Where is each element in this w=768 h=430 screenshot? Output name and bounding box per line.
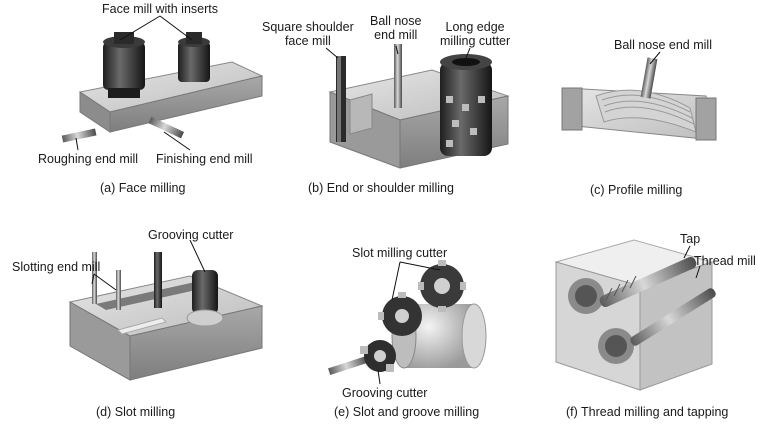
caption-face-milling: (a) Face milling	[100, 181, 186, 195]
label-slotting-end-mill: Slotting end mill	[12, 260, 101, 274]
slot-milling-cutters	[378, 260, 466, 336]
label-long-edge-milling-cutter: Long edge milling cutter	[440, 20, 511, 48]
slot-milling-illustration	[68, 239, 264, 381]
label-roughing-end-mill: Roughing end mill	[38, 152, 139, 166]
label-square-shoulder-face-mill: Square shoulder face mill	[262, 20, 354, 48]
slot-groove-milling-illustration	[328, 260, 487, 385]
label-tap: Tap	[680, 232, 701, 246]
label-face-mill-with-inserts: Face mill with inserts	[102, 2, 218, 16]
caption-thread-milling-and-tapping: (f) Thread milling and tapping	[566, 405, 729, 419]
label-finishing-end-mill: Finishing end mill	[156, 152, 253, 166]
label-ball-nose-end-mill: Ball nose end mill	[614, 38, 712, 52]
face-milling-illustration	[61, 15, 264, 151]
label-grooving-cutter: Grooving cutter	[342, 386, 428, 400]
caption-profile-milling: (c) Profile milling	[590, 183, 683, 197]
profile-milling-illustration	[561, 51, 717, 141]
label-slot-milling-cutter: Slot milling cutter	[352, 246, 448, 260]
caption-slot-and-groove-milling: (e) Slot and groove milling	[334, 405, 480, 419]
thread-milling-illustration	[554, 239, 716, 391]
label-ball-nose-end-mill: Ball nose end mill	[370, 14, 422, 42]
caption-end-or-shoulder-milling: (b) End or shoulder milling	[308, 181, 454, 195]
shoulder-milling-illustration	[325, 44, 510, 169]
label-grooving-cutter: Grooving cutter	[148, 228, 234, 242]
caption-slot-milling: (d) Slot milling	[96, 405, 176, 419]
label-thread-mill: Thread mill	[694, 254, 756, 268]
